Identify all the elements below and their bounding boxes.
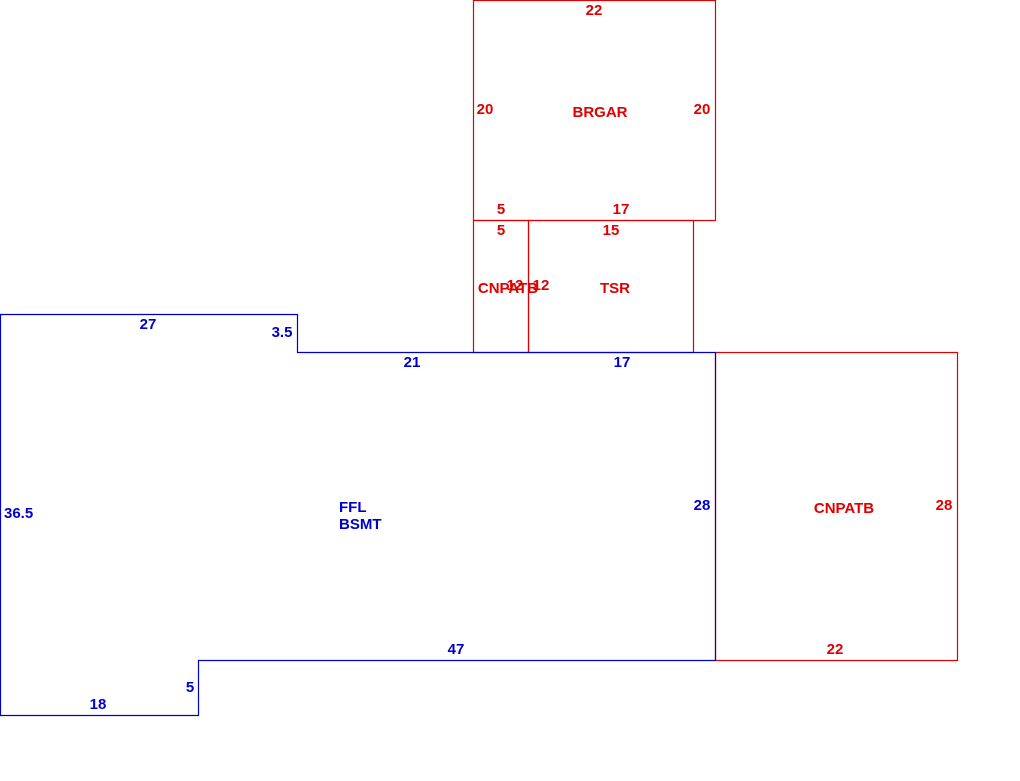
main-bottom-left-dimension: 18 — [90, 696, 107, 713]
cnpatb-right-right-dimension: 28 — [936, 497, 953, 514]
main-step-dimension: 3.5 — [272, 324, 293, 341]
cnpatb-small-top-dimension: 5 — [497, 222, 505, 239]
brgar-bottom-left-dimension: 5 — [497, 201, 505, 218]
main-top-mid-dimension: 21 — [404, 354, 421, 371]
brgar-right-dimension: 20 — [694, 101, 711, 118]
tsr-top-dimension: 15 — [603, 222, 620, 239]
cnpatb-small-right-dimension: 12 — [533, 277, 550, 294]
main-bottom-dimension: 47 — [448, 641, 465, 658]
main-name-line2: BSMT — [339, 516, 382, 533]
main-top-dimension: 27 — [140, 316, 157, 333]
main-dwelling-outline — [0, 313, 717, 717]
main-step-bottom-dimension: 5 — [186, 679, 194, 696]
main-right-dimension: 28 — [694, 497, 711, 514]
brgar-bottom-right-dimension: 17 — [613, 201, 630, 218]
cnpatb-right-name: CNPATB — [814, 500, 874, 517]
brgar-left-dimension: 20 — [477, 101, 494, 118]
tsr-name: TSR — [600, 280, 630, 297]
main-name-line1: FFL — [339, 499, 367, 516]
brgar-top-dimension: 22 — [586, 2, 603, 19]
brgar-name: BRGAR — [573, 104, 628, 121]
main-top-right-dimension: 17 — [614, 354, 631, 371]
cnpatb-right-bottom-dimension: 22 — [827, 641, 844, 658]
main-left-dimension: 36.5 — [4, 505, 33, 522]
cnpatb-small-name: CNPATB — [478, 280, 538, 297]
cnpatb-small-left-dimension: 12 — [507, 277, 524, 294]
